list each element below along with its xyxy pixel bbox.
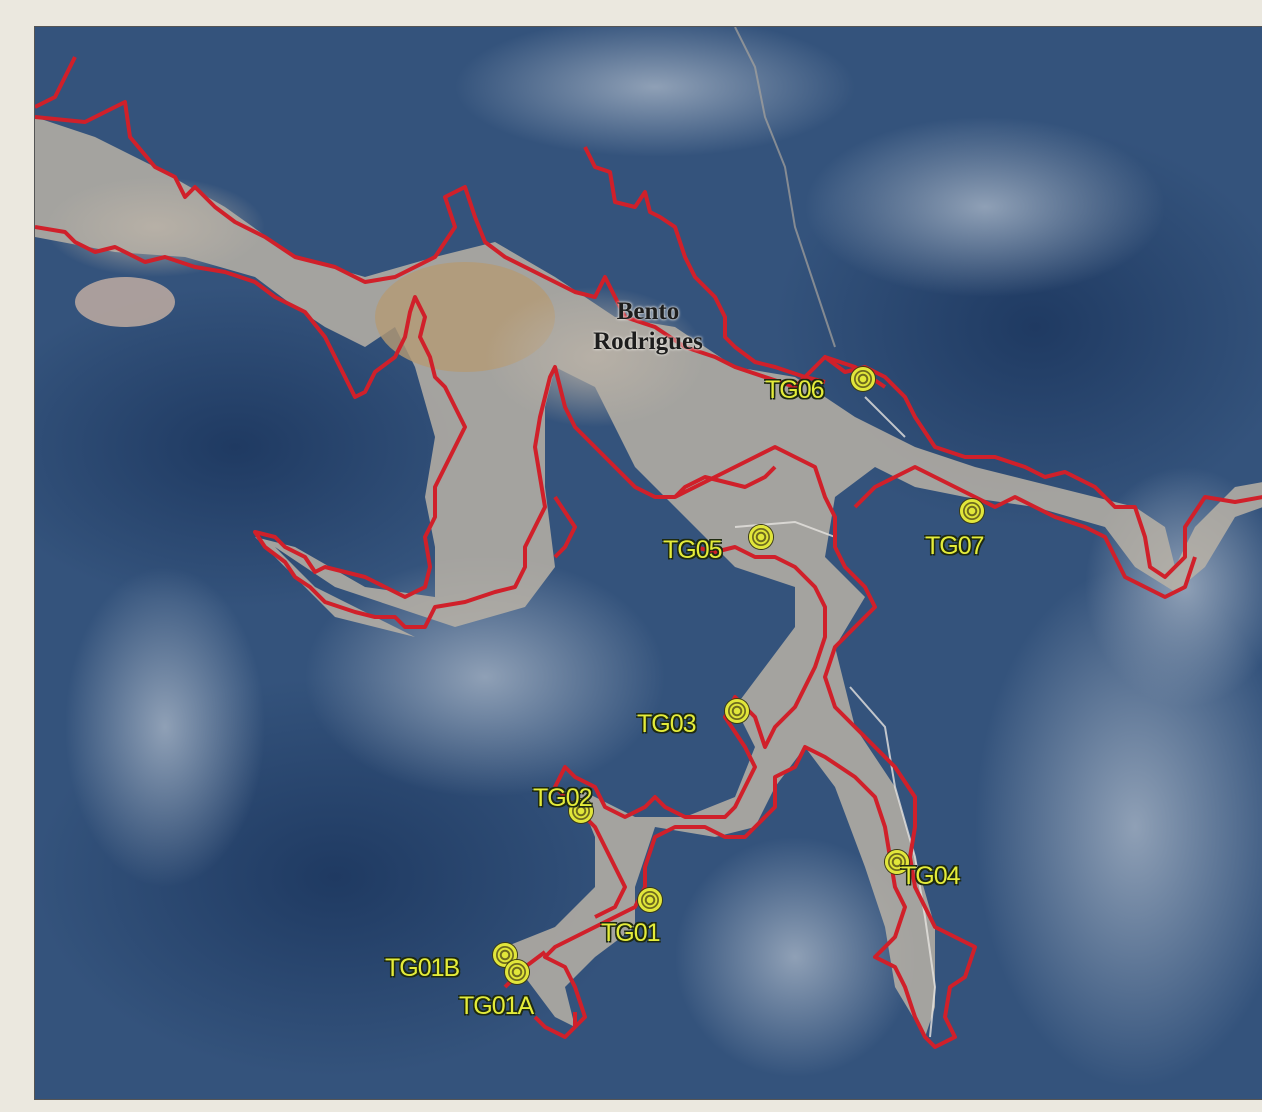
marker-tg01b-icon[interactable] — [493, 943, 517, 967]
marker-label-tg02: TG02 — [533, 784, 593, 812]
map-imagery — [35, 27, 1262, 1099]
marker-tg03-icon[interactable] — [725, 699, 749, 723]
marker-tg06-icon[interactable] — [851, 367, 875, 391]
marker-tg07-icon[interactable] — [960, 499, 984, 523]
place-label-line2: Rodrigues — [593, 328, 703, 355]
marker-label-tg06: TG06 — [765, 376, 825, 404]
marker-label-tg01: TG01 — [601, 919, 661, 947]
marker-tg04-icon[interactable] — [885, 850, 909, 874]
place-label-line1: Bento — [616, 298, 680, 325]
marker-tg01a-icon[interactable] — [505, 960, 529, 984]
marker-tg02-icon[interactable] — [569, 799, 593, 823]
affected-area-boundary — [35, 56, 1262, 1049]
marker-label-tg01a: TG01A — [459, 992, 534, 1020]
marker-label-tg05: TG05 — [663, 536, 723, 564]
marker-label-tg01b: TG01B — [385, 954, 460, 982]
marker-tg05-icon[interactable] — [749, 525, 773, 549]
marker-label-tg03: TG03 — [637, 710, 697, 738]
satellite-map[interactable]: Bento Rodrigues TG06 TG05 TG07 TG03 TG02… — [34, 26, 1262, 1100]
marker-label-tg07: TG07 — [925, 532, 985, 560]
place-label-bento-rodrigues: Bento Rodrigues — [583, 297, 713, 357]
marker-label-tg04: TG04 — [901, 862, 961, 890]
road-line — [734, 27, 836, 348]
marker-tg01-icon[interactable] — [638, 888, 662, 912]
